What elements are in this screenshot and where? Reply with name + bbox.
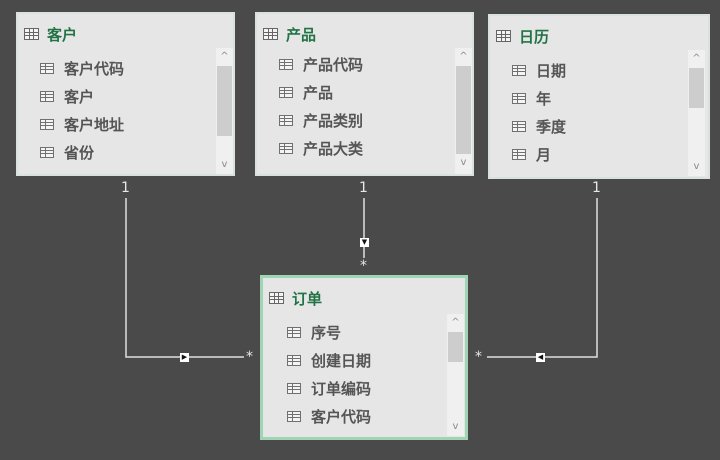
field-icon (40, 90, 54, 102)
field-row[interactable]: 创建日期 (287, 346, 371, 374)
table-title: 订单 (292, 289, 323, 308)
scroll-thumb[interactable] (689, 68, 704, 108)
cardinality-many-product: * (360, 258, 367, 274)
field-row[interactable]: 省份 (40, 138, 124, 166)
table-header[interactable]: 产品 (263, 22, 316, 46)
field-icon (279, 58, 293, 70)
field-row[interactable]: 客户 (40, 82, 124, 110)
table-title: 客户 (47, 25, 78, 44)
table-card-product[interactable]: 产品 产品代码 产品 产品类别 产品大类 ^ v (255, 12, 474, 176)
arrow-down-icon[interactable]: ▼ (360, 238, 369, 247)
field-row[interactable]: 产品代码 (279, 50, 363, 78)
field-list: 序号 创建日期 订单编码 客户代码 (287, 318, 371, 430)
scroll-thumb[interactable] (217, 66, 232, 136)
field-icon (287, 410, 301, 422)
scrollbar[interactable]: ^ v (688, 50, 705, 176)
table-card-calendar[interactable]: 日历 日期 年 季度 月 ^ v (488, 14, 710, 179)
field-icon (279, 142, 293, 154)
field-icon (287, 354, 301, 366)
field-icon (40, 146, 54, 158)
scroll-up-icon[interactable]: ^ (692, 53, 701, 64)
scroll-down-icon[interactable]: v (452, 421, 459, 432)
cardinality-one-product: 1 (359, 180, 368, 196)
table-card-customer[interactable]: 客户 客户代码 客户 客户地址 省份 ^ v (16, 12, 235, 176)
scroll-up-icon[interactable]: ^ (220, 51, 229, 62)
table-icon (269, 292, 284, 304)
field-row[interactable]: 客户代码 (287, 402, 371, 430)
cardinality-many-customer: * (246, 349, 253, 365)
table-icon (496, 30, 511, 42)
table-card-orders[interactable]: 订单 序号 创建日期 订单编码 客户代码 ^ v (260, 275, 468, 440)
arrow-right-icon[interactable]: ▶ (180, 353, 189, 362)
field-icon (287, 382, 301, 394)
field-row[interactable]: 产品大类 (279, 134, 363, 162)
scrollbar[interactable]: ^ v (455, 48, 472, 174)
scroll-up-icon[interactable]: ^ (459, 51, 468, 62)
field-row[interactable]: 年 (512, 84, 566, 112)
scroll-down-icon[interactable]: v (221, 159, 228, 170)
field-icon (287, 326, 301, 338)
field-row[interactable]: 产品 (279, 78, 363, 106)
scroll-down-icon[interactable]: v (460, 157, 467, 168)
field-list: 产品代码 产品 产品类别 产品大类 (279, 50, 363, 162)
field-row[interactable]: 产品类别 (279, 106, 363, 134)
field-list: 客户代码 客户 客户地址 省份 (40, 54, 124, 166)
field-icon (40, 62, 54, 74)
field-row[interactable]: 季度 (512, 112, 566, 140)
field-row[interactable]: 日期 (512, 56, 566, 84)
table-icon (24, 28, 39, 40)
cardinality-one-customer: 1 (121, 180, 130, 196)
table-header[interactable]: 订单 (269, 286, 322, 310)
field-list: 日期 年 季度 月 (512, 56, 566, 168)
field-icon (279, 86, 293, 98)
scrollbar[interactable]: ^ v (216, 48, 233, 174)
scroll-thumb[interactable] (448, 332, 463, 362)
field-icon (512, 148, 526, 160)
cardinality-one-calendar: 1 (592, 180, 601, 196)
field-icon (279, 114, 293, 126)
scrollbar[interactable]: ^ v (447, 314, 464, 436)
scroll-thumb[interactable] (456, 66, 471, 154)
field-icon (512, 120, 526, 132)
table-header[interactable]: 日历 (496, 24, 549, 48)
table-title: 产品 (286, 25, 317, 44)
field-row[interactable]: 客户地址 (40, 110, 124, 138)
table-title: 日历 (519, 27, 550, 46)
cardinality-many-calendar: * (475, 349, 482, 365)
field-row[interactable]: 订单编码 (287, 374, 371, 402)
table-icon (263, 28, 278, 40)
table-header[interactable]: 客户 (24, 22, 77, 46)
arrow-left-icon[interactable]: ◀ (536, 353, 545, 362)
field-icon (40, 118, 54, 130)
scroll-up-icon[interactable]: ^ (451, 317, 460, 328)
scroll-down-icon[interactable]: v (693, 161, 700, 172)
field-row[interactable]: 序号 (287, 318, 371, 346)
field-row[interactable]: 月 (512, 140, 566, 168)
field-row[interactable]: 客户代码 (40, 54, 124, 82)
field-icon (512, 64, 526, 76)
field-icon (512, 92, 526, 104)
